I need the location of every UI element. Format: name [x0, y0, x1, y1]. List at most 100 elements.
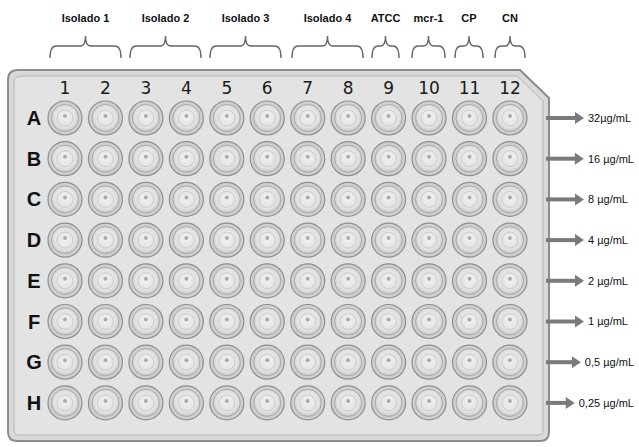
group-bracket	[372, 36, 399, 58]
well	[412, 223, 446, 257]
leader-arrow	[546, 316, 584, 328]
well	[48, 386, 82, 420]
well	[372, 182, 406, 216]
concentration-label: 4 µg/mL	[588, 234, 628, 246]
well	[372, 386, 406, 420]
concentration-label: 8 µg/mL	[588, 193, 628, 205]
well	[291, 142, 325, 176]
well	[453, 101, 487, 135]
well	[291, 386, 325, 420]
row-letter: H	[27, 392, 41, 414]
well	[210, 305, 244, 339]
well	[412, 142, 446, 176]
well	[453, 305, 487, 339]
well	[291, 345, 325, 379]
well	[210, 101, 244, 135]
well	[493, 182, 527, 216]
group-bracket	[495, 36, 525, 58]
well	[88, 182, 122, 216]
leader-arrow	[546, 275, 584, 287]
group-bracket	[455, 36, 483, 58]
well	[372, 264, 406, 298]
well	[48, 264, 82, 298]
well	[331, 386, 365, 420]
well	[412, 386, 446, 420]
leader-arrow	[546, 112, 584, 124]
well	[129, 305, 163, 339]
leader-arrow	[546, 193, 584, 205]
well	[169, 182, 203, 216]
well	[48, 305, 82, 339]
row-letter: B	[27, 148, 41, 170]
well	[169, 101, 203, 135]
well	[372, 142, 406, 176]
concentration-label: 0,5 µg/mL	[585, 356, 634, 368]
well	[129, 182, 163, 216]
column-number: 4	[181, 79, 192, 98]
well	[372, 305, 406, 339]
well	[331, 305, 365, 339]
well	[250, 305, 284, 339]
well	[250, 182, 284, 216]
well	[250, 142, 284, 176]
well	[493, 142, 527, 176]
well	[453, 142, 487, 176]
well	[169, 305, 203, 339]
concentration-arrows	[546, 112, 584, 409]
well	[210, 345, 244, 379]
column-number: 3	[140, 79, 151, 98]
group-bracket	[130, 36, 201, 58]
well	[291, 305, 325, 339]
well	[88, 101, 122, 135]
well	[250, 345, 284, 379]
leader-arrow	[546, 234, 584, 246]
well	[291, 101, 325, 135]
group-label: Isolado 3	[222, 12, 270, 24]
well	[210, 142, 244, 176]
well	[88, 142, 122, 176]
group-label: CN	[502, 12, 518, 24]
well	[412, 264, 446, 298]
column-number: 1	[60, 79, 71, 98]
plate-body	[8, 70, 549, 441]
well	[48, 142, 82, 176]
well	[493, 345, 527, 379]
leader-arrow	[546, 153, 584, 165]
well	[412, 345, 446, 379]
column-number: 8	[343, 79, 354, 98]
well	[210, 386, 244, 420]
column-number: 12	[499, 79, 521, 98]
well	[210, 182, 244, 216]
plate-rim	[14, 76, 543, 435]
well	[372, 223, 406, 257]
group-bracket	[412, 36, 445, 58]
well	[372, 345, 406, 379]
concentration-label: 2 µg/mL	[588, 275, 628, 287]
concentration-label: 32µg/mL	[588, 112, 631, 124]
well-grid	[48, 101, 527, 420]
well	[210, 264, 244, 298]
column-number: 6	[262, 79, 273, 98]
well	[453, 264, 487, 298]
well	[331, 223, 365, 257]
well	[88, 345, 122, 379]
well	[88, 386, 122, 420]
well	[129, 345, 163, 379]
leader-arrow	[546, 356, 581, 368]
well	[453, 223, 487, 257]
well	[88, 223, 122, 257]
group-brackets	[50, 36, 525, 58]
well	[129, 386, 163, 420]
well	[129, 142, 163, 176]
well	[169, 386, 203, 420]
well	[493, 101, 527, 135]
well	[412, 305, 446, 339]
row-letter: E	[27, 270, 40, 292]
group-label: Isolado 2	[142, 12, 190, 24]
well	[291, 264, 325, 298]
group-label: ATCC	[371, 12, 401, 24]
well	[169, 142, 203, 176]
row-letter: D	[27, 229, 41, 251]
